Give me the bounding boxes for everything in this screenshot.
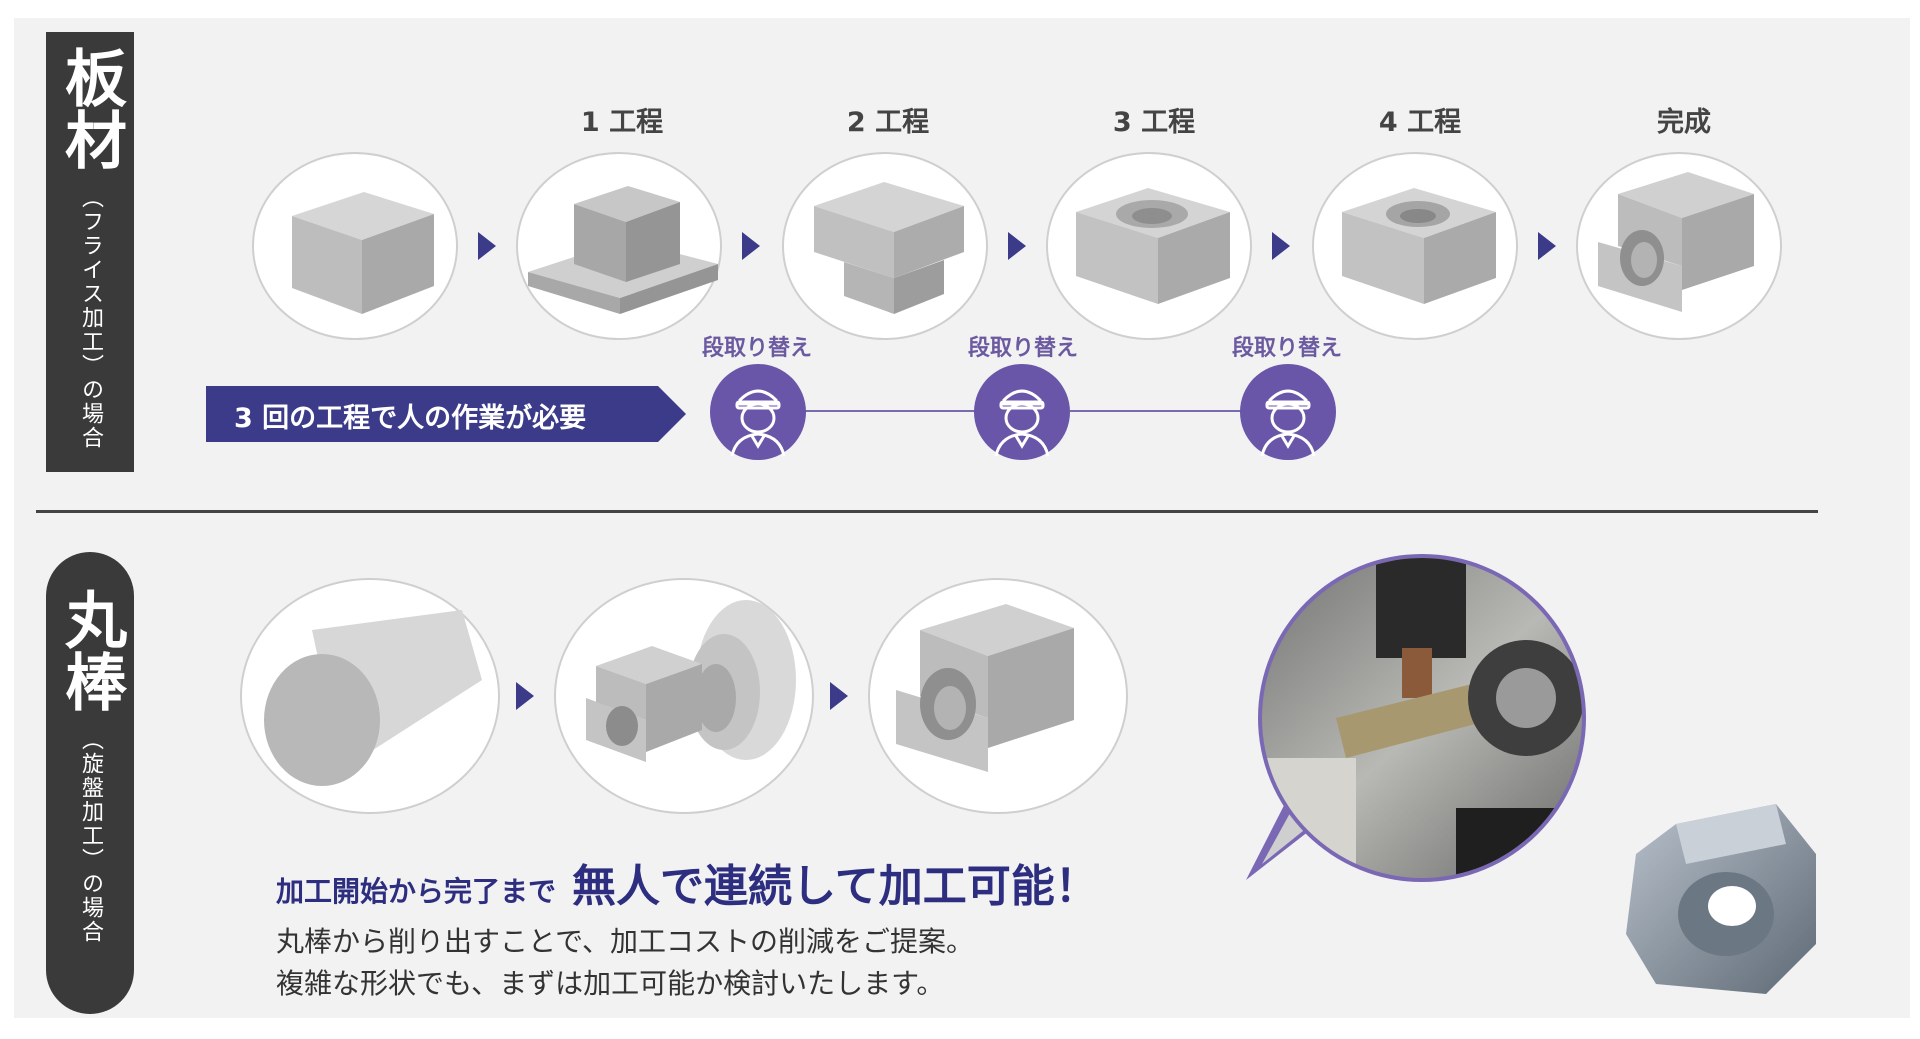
headline-big: 無人で連続して加工可能！	[572, 861, 1099, 912]
plate-section-label: 板材 （フライス加工）の場合	[46, 32, 134, 472]
round-bar-circle	[240, 578, 500, 814]
worker-icon	[974, 364, 1070, 460]
finished-part-image	[1616, 794, 1846, 1004]
arrow-right-icon	[1538, 232, 1556, 260]
round-bar-illustration	[264, 610, 482, 786]
machining-photo-bubble	[1226, 548, 1614, 904]
bar-section-label: 丸棒 （旋盤加工）の場合	[46, 552, 134, 1014]
step-label-4: 4 工程	[1378, 107, 1462, 138]
step-label-2: 2 工程	[846, 107, 930, 138]
turning-circle	[554, 578, 814, 814]
swap-label-3: 段取り替え	[1231, 336, 1342, 361]
step1-part-illustration	[528, 186, 718, 314]
swap-label-1: 段取り替え	[701, 336, 812, 361]
bar-label-subtitle: （旋盤加工）の場合	[78, 728, 103, 944]
banner-text: 3 回の工程で人の作業が必要	[234, 403, 587, 434]
step3-part-illustration	[1076, 188, 1230, 304]
description-line-2: 複雑な形状でも、まずは加工可能か検討いたします。	[276, 967, 945, 1000]
connector-line	[1070, 410, 1242, 412]
step1-circle	[516, 152, 722, 340]
plate-label-subtitle: （フライス加工）の場合	[78, 186, 103, 450]
arrow-right-icon	[1008, 232, 1026, 260]
stock-block-circle	[252, 152, 458, 340]
section-divider	[36, 510, 1818, 513]
description-line-1: 丸棒から削り出すことで、加工コストの削減をご提案。	[276, 925, 975, 958]
manual-work-banner: 3 回の工程で人の作業が必要	[206, 386, 686, 442]
stock-block-illustration	[292, 192, 434, 314]
plate-label-title: 板材	[54, 46, 127, 170]
swap-label-2: 段取り替え	[967, 336, 1078, 361]
step4-circle	[1312, 152, 1518, 340]
step3-circle	[1046, 152, 1252, 340]
step4-part-illustration	[1342, 188, 1496, 304]
headline: 加工開始から完了まで無人で連続して加工可能！	[276, 850, 1099, 914]
worker-icon	[710, 364, 806, 460]
arrow-right-icon	[478, 232, 496, 260]
arrow-right-icon	[742, 232, 760, 260]
arrow-right-icon	[516, 682, 534, 710]
step2-circle	[782, 152, 988, 340]
complete-part-illustration	[1598, 172, 1754, 312]
complete-bar-part-illustration	[896, 604, 1074, 772]
banner-arrow-shape	[206, 386, 686, 442]
step-label-1: 1 工程	[580, 107, 664, 138]
arrow-right-icon	[1272, 232, 1290, 260]
machining-photo	[1246, 554, 1586, 882]
connector-line	[804, 410, 976, 412]
turning-part-illustration	[586, 600, 796, 762]
headline-small: 加工開始から完了まで	[276, 875, 557, 908]
worker-icon	[1240, 364, 1336, 460]
step-label-3: 3 工程	[1112, 107, 1196, 138]
arrow-right-icon	[830, 682, 848, 710]
complete-circle	[1576, 152, 1782, 340]
complete-bar-circle	[868, 578, 1128, 814]
step2-part-illustration	[814, 182, 964, 314]
step-label-complete: 完成	[1657, 107, 1711, 138]
bar-label-title: 丸棒	[54, 588, 127, 712]
